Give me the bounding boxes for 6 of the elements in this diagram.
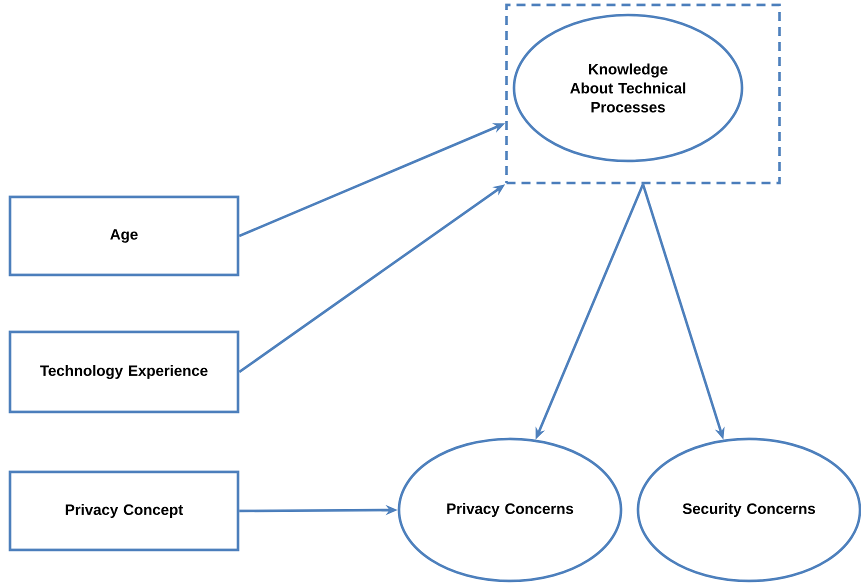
rectangle-node: Age	[8, 196, 240, 276]
dashed-box	[505, 4, 781, 184]
rectangle-node: Privacy Concept	[8, 470, 240, 552]
rectangle-node: Technology Experience	[8, 330, 240, 414]
ellipse-node: Knowledge About Technical Processes	[512, 14, 744, 162]
ellipse-node: Privacy Concerns	[398, 438, 622, 582]
